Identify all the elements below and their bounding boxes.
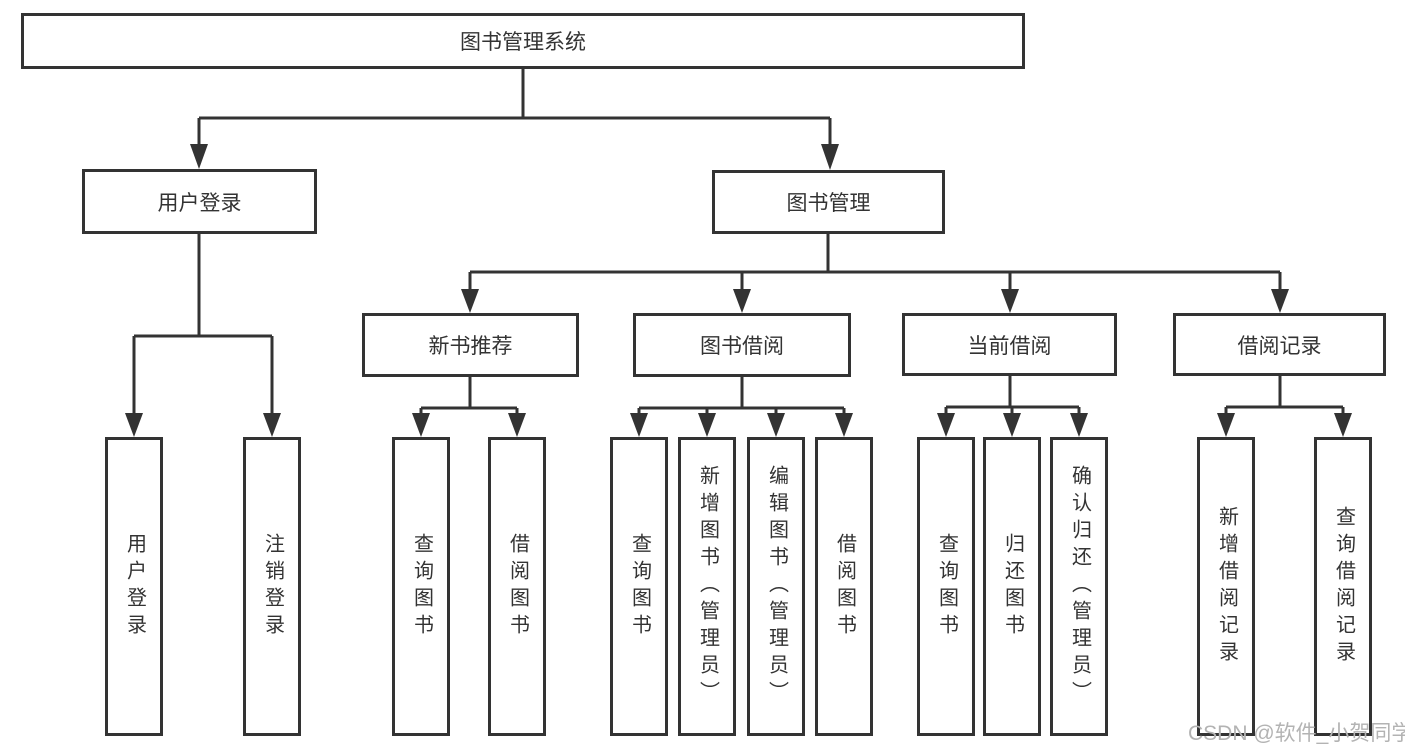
node-current-borrow: 当前借阅 bbox=[902, 313, 1117, 376]
leaf-cb-confirm-return-admin: 确认归还（管理员） bbox=[1050, 437, 1108, 736]
node-user-login: 用户登录 bbox=[82, 169, 317, 234]
connector-book-mgmt-children bbox=[461, 234, 1289, 313]
arrowhead-icon bbox=[937, 413, 955, 437]
leaf-nb-query-books: 查询图书 bbox=[392, 437, 450, 736]
leaf-br-query-record: 查询借阅记录 bbox=[1314, 437, 1372, 736]
node-borrow-record: 借阅记录 bbox=[1173, 313, 1386, 376]
node-user-login-label: 用户登录 bbox=[157, 191, 242, 215]
node-book-borrow-label: 图书借阅 bbox=[700, 335, 784, 358]
connector-user-login-children bbox=[125, 234, 281, 437]
leaf-user-login-label: 用户登录 bbox=[123, 532, 146, 641]
leaf-cb-query-books: 查询图书 bbox=[917, 437, 975, 736]
arrowhead-icon bbox=[412, 413, 430, 437]
leaf-logout: 注销登录 bbox=[243, 437, 301, 736]
leaf-bb-edit-books-admin-label: 编辑图书（管理员） bbox=[765, 465, 788, 708]
leaf-br-add-record: 新增借阅记录 bbox=[1197, 437, 1255, 736]
arrowhead-icon bbox=[835, 413, 853, 437]
leaf-bb-query-books-label: 查询图书 bbox=[628, 532, 651, 641]
connector-borrow-record-children bbox=[1217, 376, 1352, 437]
node-book-borrow: 图书借阅 bbox=[633, 313, 851, 377]
connector-book-borrow-children bbox=[630, 377, 853, 437]
arrowhead-icon bbox=[698, 413, 716, 437]
leaf-user-login: 用户登录 bbox=[105, 437, 163, 736]
leaf-bb-add-books-admin: 新增图书（管理员） bbox=[678, 437, 736, 736]
leaf-cb-query-books-label: 查询图书 bbox=[935, 532, 958, 641]
leaf-cb-return-books-label: 归还图书 bbox=[1001, 532, 1024, 641]
node-root-label: 图书管理系统 bbox=[460, 31, 586, 54]
node-root: 图书管理系统 bbox=[21, 13, 1025, 69]
node-book-management: 图书管理 bbox=[712, 170, 945, 234]
leaf-bb-add-books-admin-label: 新增图书（管理员） bbox=[696, 465, 719, 708]
arrowhead-icon bbox=[1003, 413, 1021, 437]
leaf-bb-query-books: 查询图书 bbox=[610, 437, 668, 736]
leaf-bb-borrow-books-label: 借阅图书 bbox=[833, 532, 856, 641]
arrowhead-icon bbox=[461, 289, 479, 313]
arrowhead-icon bbox=[125, 413, 143, 437]
arrowhead-icon bbox=[190, 144, 208, 169]
leaf-cb-confirm-return-admin-label: 确认归还（管理员） bbox=[1068, 465, 1091, 708]
arrowhead-icon bbox=[1334, 413, 1352, 437]
connector-current-borrow-children bbox=[937, 376, 1088, 437]
watermark: CSDN @软件_小贺同学 bbox=[1188, 722, 1405, 745]
arrowhead-icon bbox=[1001, 289, 1019, 313]
node-book-management-label: 图书管理 bbox=[786, 192, 871, 215]
arrowhead-icon bbox=[508, 413, 526, 437]
arrowhead-icon bbox=[1070, 413, 1088, 437]
arrowhead-icon bbox=[1271, 289, 1289, 313]
leaf-nb-borrow-books: 借阅图书 bbox=[488, 437, 546, 736]
arrowhead-icon bbox=[630, 413, 648, 437]
leaf-bb-edit-books-admin: 编辑图书（管理员） bbox=[747, 437, 805, 736]
arrowhead-icon bbox=[767, 413, 785, 437]
leaf-br-add-record-label: 新增借阅记录 bbox=[1215, 505, 1238, 668]
node-new-book-recommend: 新书推荐 bbox=[362, 313, 579, 377]
node-borrow-record-label: 借阅记录 bbox=[1237, 334, 1322, 358]
arrowhead-icon bbox=[821, 144, 839, 170]
connector-root-children bbox=[190, 69, 839, 170]
arrowhead-icon bbox=[263, 413, 281, 437]
leaf-logout-label: 注销登录 bbox=[261, 532, 284, 641]
leaf-nb-borrow-books-label: 借阅图书 bbox=[506, 532, 529, 641]
arrowhead-icon bbox=[1217, 413, 1235, 437]
leaf-cb-return-books: 归还图书 bbox=[983, 437, 1041, 736]
leaf-br-query-record-label: 查询借阅记录 bbox=[1332, 505, 1355, 668]
connector-new-book-children bbox=[412, 377, 526, 437]
arrowhead-icon bbox=[733, 289, 751, 313]
node-current-borrow-label: 当前借阅 bbox=[967, 334, 1052, 358]
leaf-nb-query-books-label: 查询图书 bbox=[410, 532, 433, 641]
leaf-bb-borrow-books: 借阅图书 bbox=[815, 437, 873, 736]
node-new-book-recommend-label: 新书推荐 bbox=[428, 335, 513, 358]
